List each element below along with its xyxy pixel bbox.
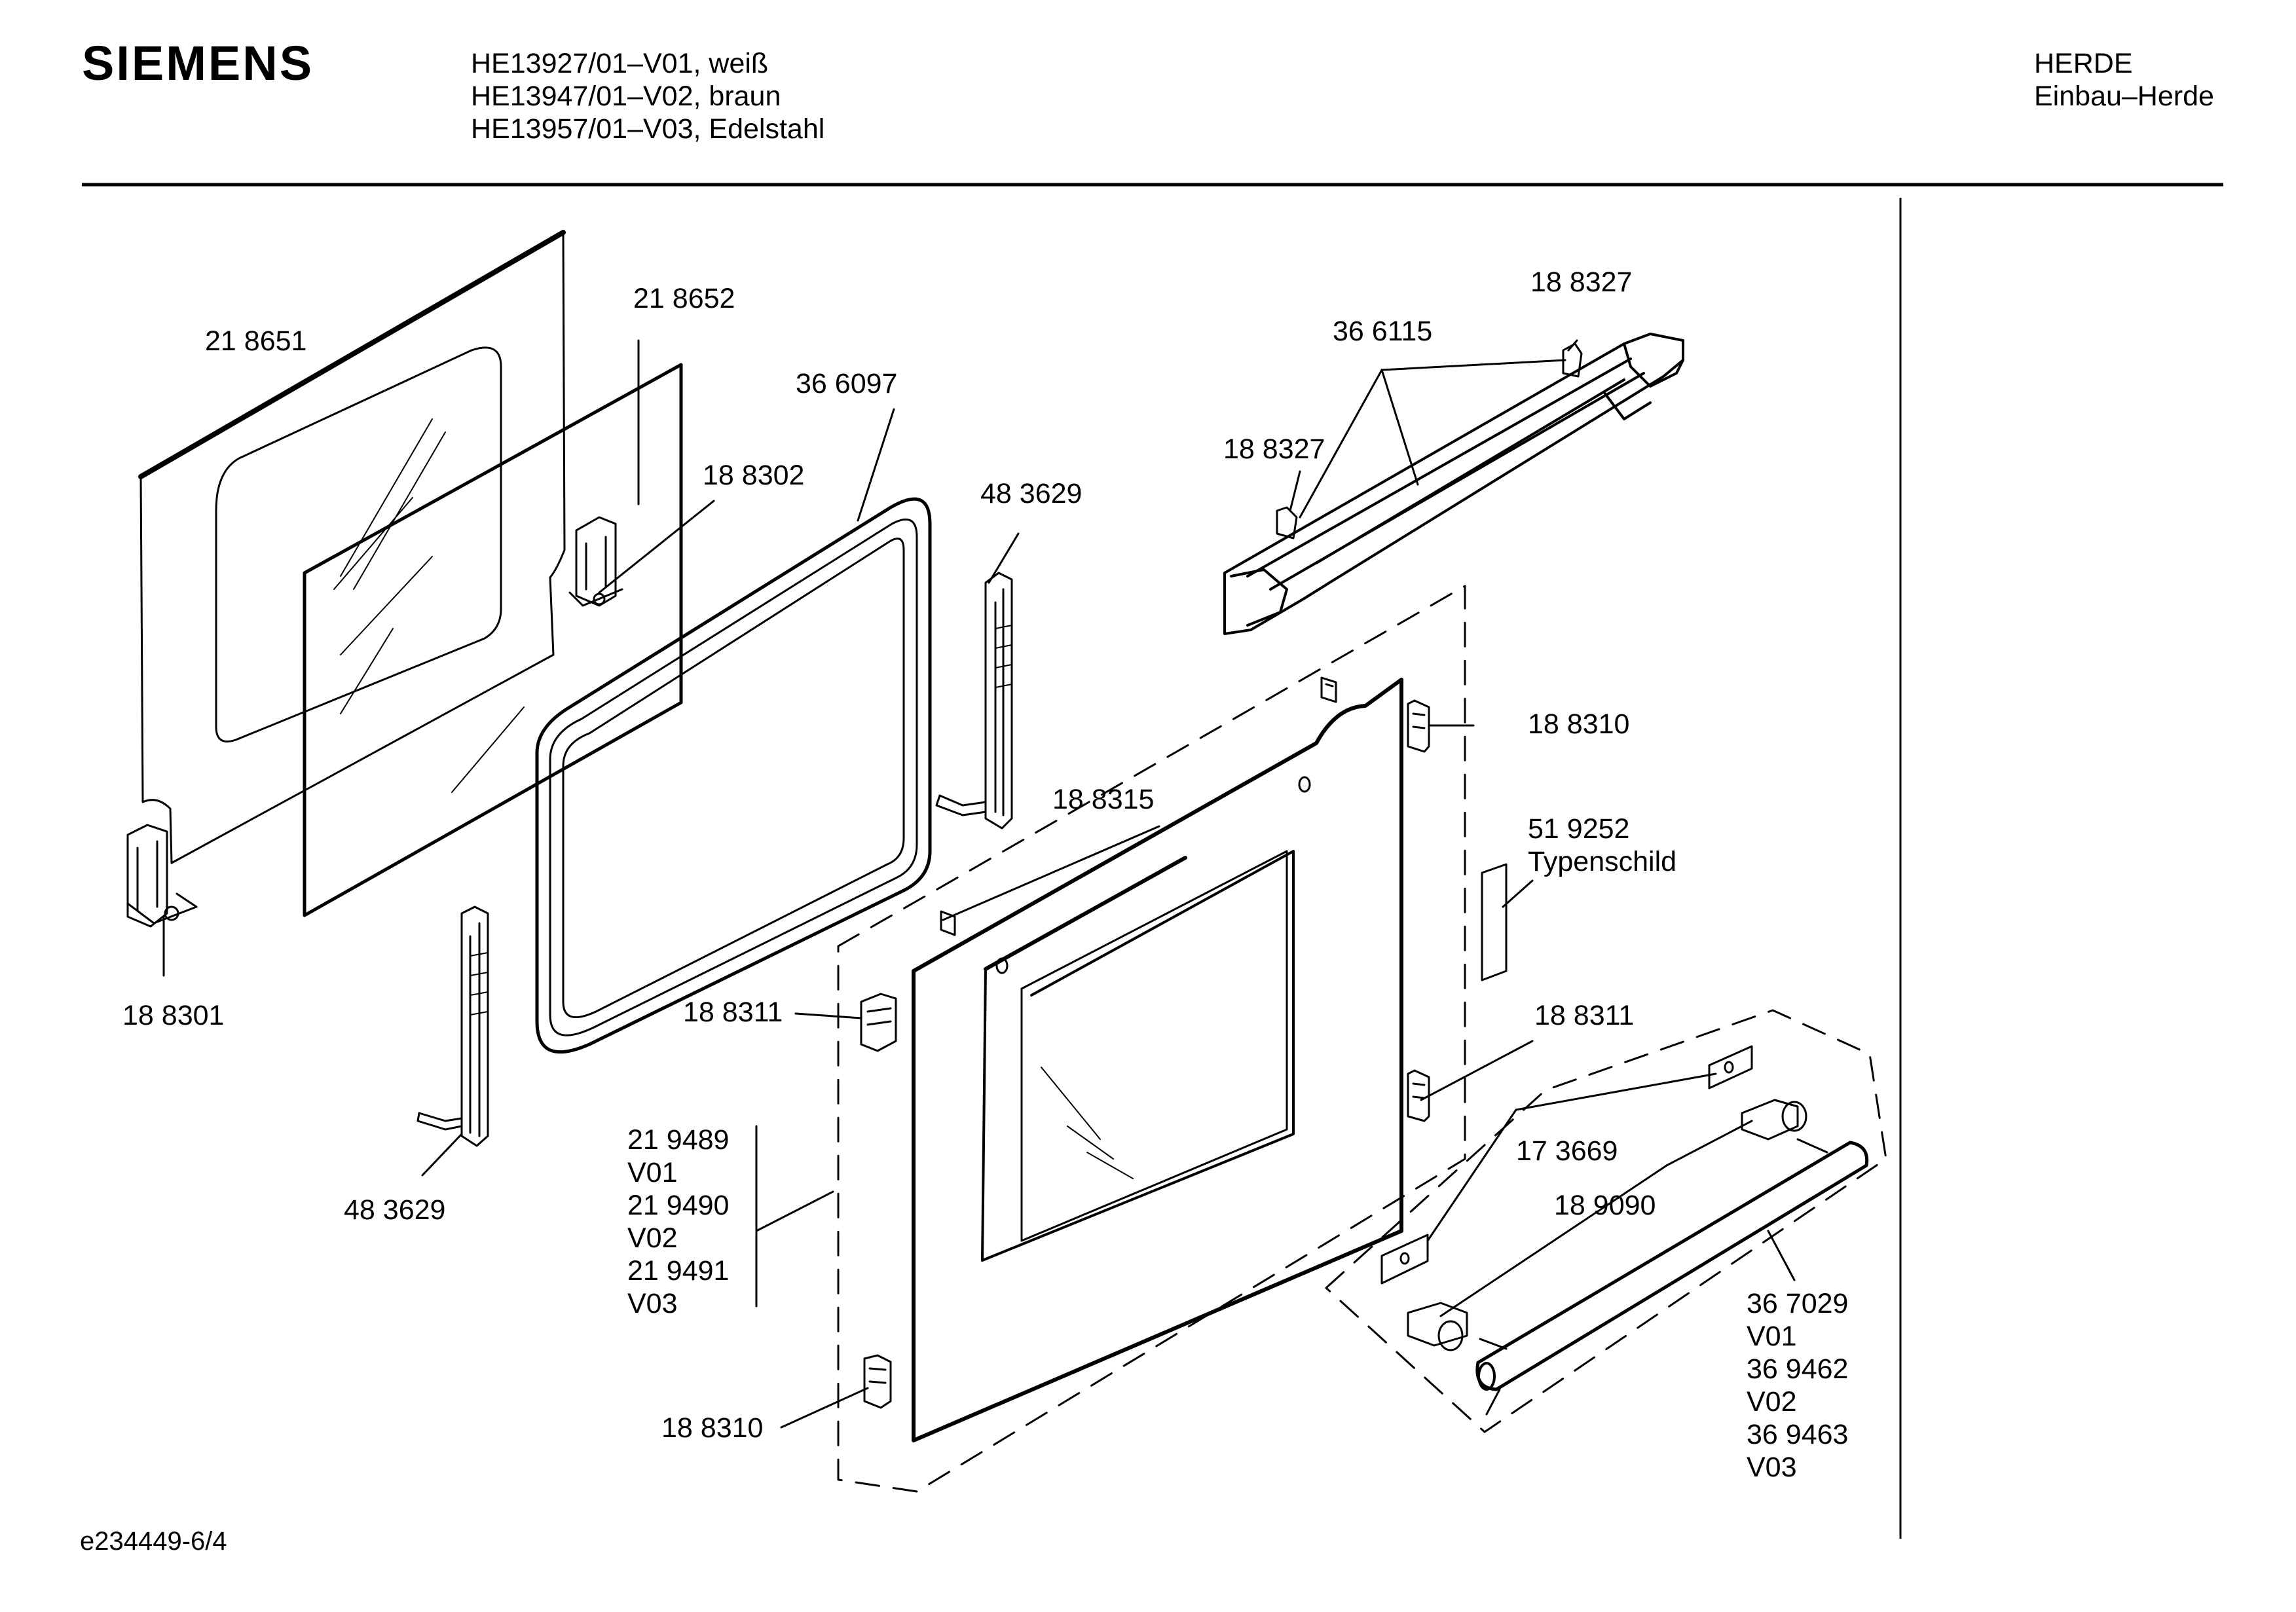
document-id: e234449-6/4 [80,1527,227,1556]
part-number-label: 18 8310 [661,1412,763,1444]
variant-label: V01 [1747,1321,1797,1352]
variant-label: 36 9463 [1747,1419,1848,1450]
part-number-label: 18 8327 [1530,266,1632,298]
category-subtitle: Einbau–Herde [2034,81,2214,112]
part-number-label: 18 8301 [122,1000,224,1031]
variant-label: V01 [627,1157,678,1188]
variant-label: V02 [627,1222,678,1254]
part-number-label: 18 8327 [1223,433,1325,465]
vent-strip [1223,333,1684,635]
part-number-label: 18 8310 [1528,708,1629,740]
door-seal [535,497,932,1054]
clip-188327-lower [1276,506,1298,540]
model-line: HE13927/01–V01, weiß [471,48,769,79]
handle-assembly-outline [1325,1009,1887,1433]
part-number-label: 21 8652 [633,283,735,314]
handle-end-cap-upper [1741,1099,1828,1154]
hinge-bracket-upper [568,516,623,607]
door-handle-bar [1475,1141,1869,1391]
part-number-label: 48 3629 [344,1194,445,1226]
outer-glass-pane [138,230,566,864]
hinge-arm-lower [417,906,489,1147]
brand-logo: SIEMENS [82,36,314,90]
variant-label: V02 [1747,1386,1797,1418]
variant-label: V03 [1747,1452,1797,1483]
model-line: HE13957/01–V03, Edelstahl [471,113,825,145]
hinge-arm-upper [935,572,1013,830]
model-line: HE13947/01–V02, braun [471,81,781,112]
clip-188315-top [1320,676,1337,703]
variant-label: 21 9490 [627,1190,729,1221]
spacer-plate-upper [1708,1045,1753,1090]
handle-end-cap-lower [1407,1302,1508,1351]
variant-label: 36 7029 [1747,1288,1848,1319]
latch-188310-top [1407,699,1430,753]
part-name-label: Typenschild [1528,846,1676,877]
variant-label: V03 [627,1288,678,1319]
part-number-label: 48 3629 [980,478,1082,509]
latch-188311-left [860,993,897,1052]
variant-label: 21 9491 [627,1255,729,1287]
part-number-label: 18 9090 [1554,1190,1656,1221]
part-number-label: 18 8315 [1052,784,1154,815]
inner-glass-pane [303,363,683,917]
part-number-label: 18 8311 [683,997,783,1028]
part-number-label: 51 9252 [1528,813,1629,845]
latch-188311-right [1407,1069,1430,1122]
part-number-label: 17 3669 [1516,1135,1618,1167]
variant-label: 21 9489 [627,1124,729,1156]
spacer-plate-lower [1380,1234,1429,1285]
clip-188315-left [940,910,956,936]
category-block: HERDE Einbau–Herde [2034,47,2214,113]
variant-label: 36 9462 [1747,1353,1848,1385]
front-door-panel [912,678,1403,1442]
latch-188310-bottom [863,1354,892,1409]
part-number-label: 18 8311 [1534,1000,1634,1031]
category-title: HERDE [2034,48,2133,79]
part-number-label: 36 6115 [1333,316,1432,347]
part-number-label: 18 8302 [703,460,804,491]
door-assembly-outline [837,585,1466,1493]
leader-lines [162,339,1796,1429]
rating-plate [1481,863,1508,981]
part-number-label: 36 6097 [796,368,897,399]
model-list: HE13927/01–V01, weiß HE13947/01–V02, bra… [471,47,824,145]
hinge-bracket-lower [126,824,198,928]
part-number-label: 21 8651 [205,325,306,357]
